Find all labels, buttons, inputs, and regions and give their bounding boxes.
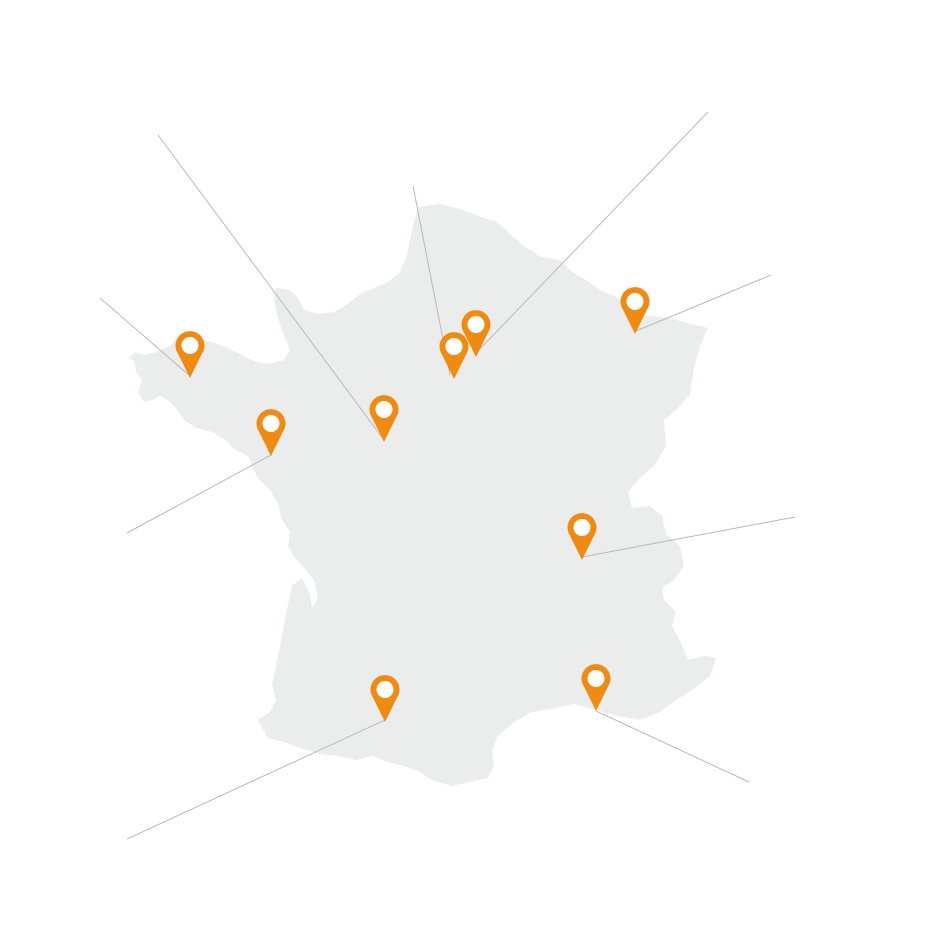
- leader-line-brittany: [99, 297, 191, 377]
- map-pin-center-dot: [573, 519, 591, 536]
- map-pin-center-dot: [587, 670, 605, 687]
- map-pin-center-dot: [375, 401, 393, 418]
- map-pin-center-dot: [445, 338, 463, 355]
- leader-line-marseille: [595, 710, 750, 783]
- coastline-detail: [128, 352, 146, 364]
- map-pin-center-dot: [467, 316, 485, 333]
- leader-line-lyon: [581, 516, 796, 558]
- map-pin-nantes[interactable]: [256, 409, 286, 456]
- map-pin-center-dot: [376, 681, 394, 698]
- map-pin-le-mans[interactable]: [369, 395, 399, 442]
- leader-line-le-mans: [157, 134, 385, 441]
- france-region-shape: [134, 204, 716, 786]
- leader-line-paris-east: [476, 111, 709, 353]
- map-pin-toulouse[interactable]: [370, 675, 400, 722]
- map-pin-paris-west[interactable]: [439, 332, 469, 379]
- map-pin-strasbourg[interactable]: [620, 287, 650, 334]
- pins-layer: [175, 287, 650, 722]
- map-pin-center-dot: [626, 293, 644, 310]
- map-pin-paris-east[interactable]: [461, 310, 491, 357]
- map-pin-center-dot: [262, 415, 280, 432]
- leader-line-toulouse: [126, 719, 386, 840]
- map-pin-center-dot: [181, 337, 199, 354]
- leader-line-nantes: [126, 454, 272, 534]
- map-pin-marseille[interactable]: [581, 664, 611, 711]
- map-pin-lyon[interactable]: [567, 513, 597, 560]
- leader-line-strasbourg: [635, 274, 772, 332]
- map-pin-brittany[interactable]: [175, 331, 205, 378]
